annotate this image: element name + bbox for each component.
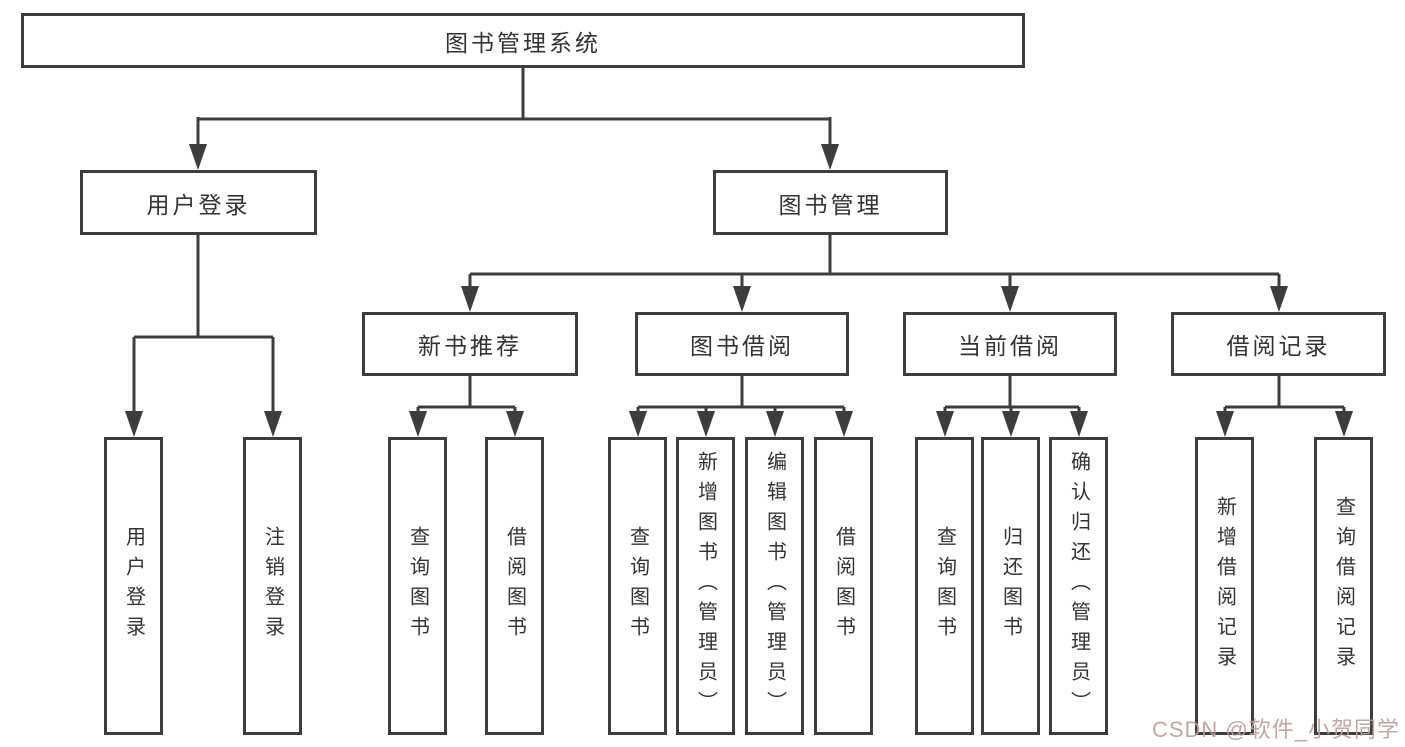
node-label: 用户登录 [146, 191, 251, 218]
leaf-query-borrow-record: 查询借阅记录 [1314, 437, 1373, 735]
csdn-watermark: CSDN @软件_小贺同学 [1151, 717, 1400, 742]
leaf-query-books-recommend: 查询图书 [388, 437, 447, 735]
node-label: 当前借阅 [958, 333, 1062, 359]
leaf-label: 确认归还（管理员） [1067, 451, 1090, 721]
leaf-borrow-books-borrowing: 借阅图书 [814, 437, 873, 735]
node-label: 新书推荐 [418, 333, 522, 359]
leaf-label: 新增借阅记录 [1213, 496, 1236, 676]
node-book-borrowing: 图书借阅 [635, 312, 849, 376]
leaf-label: 借阅图书 [503, 526, 526, 646]
node-book-management: 图书管理 [713, 170, 948, 235]
leaf-label: 查询图书 [406, 526, 429, 646]
leaf-borrow-books-recommend: 借阅图书 [485, 437, 544, 735]
leaf-user-login: 用户登录 [104, 437, 163, 735]
leaf-add-books-admin: 新增图书（管理员） [676, 437, 735, 735]
leaf-logout: 注销登录 [243, 437, 302, 735]
node-new-book-recommendation: 新书推荐 [362, 312, 578, 376]
leaf-label: 查询借阅记录 [1332, 496, 1355, 676]
leaf-label: 注销登录 [261, 526, 284, 646]
node-library-management-system: 图书管理系统 [21, 13, 1025, 68]
node-user-login: 用户登录 [80, 170, 317, 235]
node-current-borrowing: 当前借阅 [903, 312, 1117, 376]
leaf-label: 新增图书（管理员） [694, 451, 717, 721]
leaf-edit-books-admin: 编辑图书（管理员） [745, 437, 804, 735]
node-borrowing-records: 借阅记录 [1171, 312, 1386, 376]
leaf-label: 查询图书 [933, 526, 956, 646]
leaf-query-books-borrowing: 查询图书 [608, 437, 667, 735]
leaf-return-books: 归还图书 [981, 437, 1040, 735]
leaf-label: 归还图书 [999, 526, 1022, 646]
leaf-query-books-current: 查询图书 [915, 437, 974, 735]
node-label: 借阅记录 [1226, 333, 1331, 359]
node-label: 图书借阅 [690, 333, 794, 359]
arrowheads [125, 144, 1353, 437]
leaf-label: 用户登录 [122, 526, 145, 646]
leaf-add-borrow-record: 新增借阅记录 [1195, 437, 1254, 735]
node-label: 图书管理系统 [445, 29, 601, 56]
leaf-label: 查询图书 [626, 526, 649, 646]
leaf-confirm-return-admin: 确认归还（管理员） [1049, 437, 1108, 735]
leaf-label: 编辑图书（管理员） [763, 451, 786, 721]
node-label: 图书管理 [778, 191, 883, 218]
leaf-label: 借阅图书 [832, 526, 855, 646]
